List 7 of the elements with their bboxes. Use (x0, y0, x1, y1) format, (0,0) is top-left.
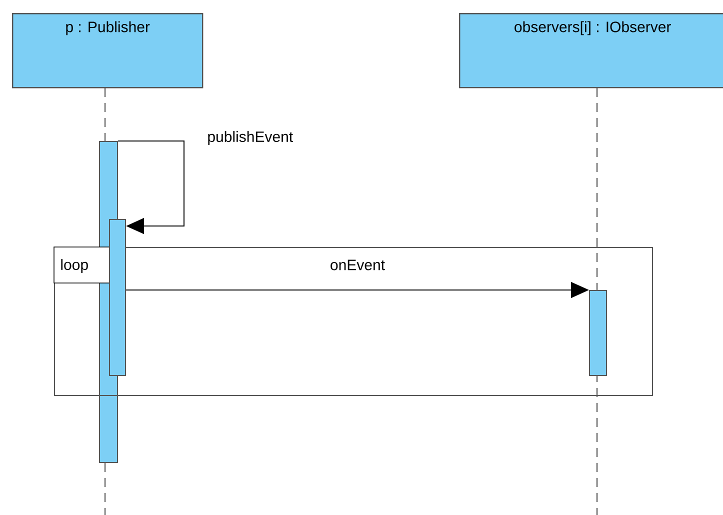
activation-bar (109, 219, 126, 376)
lifeline-head: observers[i] : IObserver (459, 13, 723, 88)
lifeline-head: p : Publisher (12, 13, 204, 88)
edge-label: publishEvent (206, 130, 294, 146)
activation-bar (589, 290, 607, 376)
edge-label: onEvent (328, 258, 386, 272)
message-arrow (118, 140, 184, 234)
